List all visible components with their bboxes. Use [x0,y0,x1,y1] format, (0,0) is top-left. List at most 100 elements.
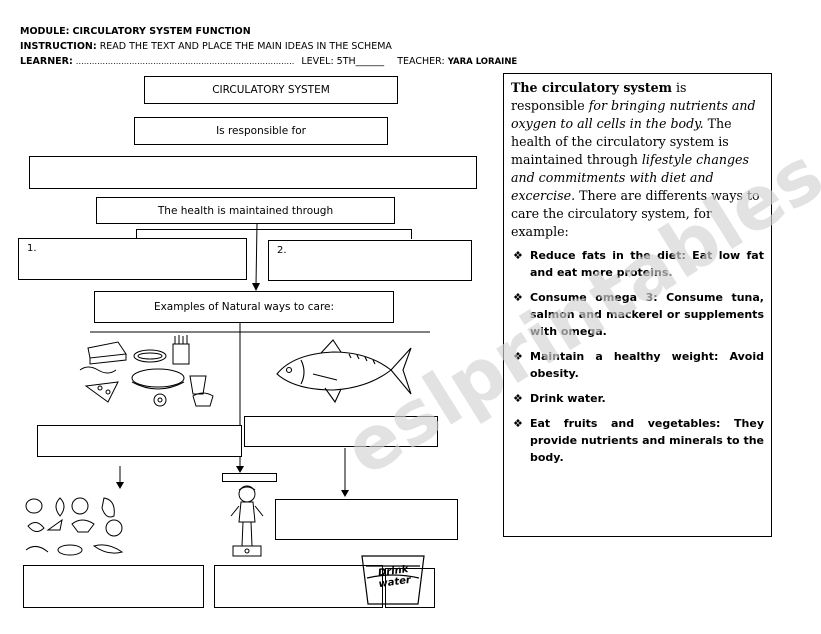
girl-hair [238,486,256,491]
branch-left-drop [136,229,137,239]
girl-on-scale-image [230,485,264,557]
burger-bun [131,381,185,390]
list-item: ❖Drink water. [513,392,606,405]
burger-icon [131,368,185,388]
learner-label: LEARNER: [20,56,73,67]
fish-answer-box[interactable] [244,416,438,447]
fish-pectoral-fin [312,373,338,381]
panel-intro: The circulatory system is responsible fo… [511,79,764,241]
onion-icon [55,497,65,517]
examples-box: Examples of Natural ways to care: [94,291,394,323]
girl-legs [241,521,253,547]
vegetables-image [25,497,124,556]
responsible-answer-box[interactable] [29,156,477,189]
panel-intro-2: The health of the circulatory system is … [511,116,732,167]
responsible-label: Is responsible for [216,125,306,137]
branch-right-drop [411,229,412,239]
donut-hole [157,397,163,403]
branch-line [136,229,412,230]
pumpkin-icon [105,519,123,537]
weight-answer-box[interactable] [275,499,458,540]
fish-finlets-top [348,353,376,365]
fries-icon [172,343,190,365]
fish-gill [300,359,305,385]
cupcake-icon [192,392,214,407]
schema-title: CIRCULATORY SYSTEM [212,84,330,96]
maintained-label: The health is maintained through [157,204,334,217]
scale-icon [232,545,262,557]
water-glass-image [361,555,425,605]
panel-intro-italic-2: lifestyle changes and commitments with d… [511,152,749,203]
cake-side [89,354,127,365]
garlic-icon [25,498,43,514]
maintained-box: The health is maintained through [96,197,395,224]
learner-blank: ………………………………………………………………………. [75,57,295,66]
pizza-topping [97,385,103,391]
fish-eye-icon [285,366,293,374]
option-1-label: 1. [27,243,37,254]
fish-tail-icon [390,347,412,395]
tuna-image [276,339,412,404]
girl-arms [230,505,264,517]
pizza-topping-2 [105,389,111,395]
diamond-bullet-icon: ❖ [513,350,523,363]
hotdog-icon [133,349,167,363]
examples-label: Examples of Natural ways to care: [153,301,335,313]
panel-intro-bold: The circulatory system [511,80,672,95]
tips-list: ❖Reduce fats in the diet: Eat low fat an… [511,247,764,466]
level-label: LEVEL: 5TH______ [301,56,385,67]
cake-icon [87,341,127,359]
panel-intro-3: There are differents ways to care the ci… [511,188,760,239]
module-line: MODULE: CIRCULATORY SYSTEM FUNCTION [20,26,251,38]
arrow-head-center [236,466,244,473]
vegetables-answer-box[interactable] [23,565,204,608]
milkshake-icon [189,375,207,395]
scale-dial [244,548,250,554]
instruction-value: READ THE TEXT AND PLACE THE MAIN IDEAS I… [99,41,392,52]
diamond-bullet-icon: ❖ [513,291,523,304]
reading-panel: The circulatory system is responsible fo… [503,73,772,537]
teacher-value: YARA LORAINE [447,57,518,67]
lettuce-icon [27,522,45,532]
module-value: CIRCULATORY SYSTEM FUNCTION [72,26,251,37]
title-box: CIRCULATORY SYSTEM [144,76,398,104]
list-item: ❖Consume omega 3: Consume tuna, salmon a… [513,291,764,338]
tomato-icon [71,497,89,515]
learner-line: LEARNER: ………………………………………………………………………. LE… [20,56,517,68]
panel-intro-1: is responsible [511,80,687,113]
instruction-line: INSTRUCTION: READ THE TEXT AND PLACE THE… [20,41,392,53]
glass-icon [361,555,425,605]
option-2-box[interactable]: 2. [268,240,472,281]
list-item: ❖Eat fruits and vegetables: They provide… [513,417,764,464]
water-answer-box[interactable] [214,565,383,608]
responsible-box: Is responsible for [134,117,388,145]
arrow-head-right [341,490,349,497]
list-item: ❖Maintain a healthy weight: Avoid obesit… [513,350,764,380]
option-2-label: 2. [277,245,287,256]
arrow-head-left [116,482,124,489]
eggplant-icon [57,544,83,556]
option-1-box[interactable]: 1. [18,238,247,280]
instruction-label: INSTRUCTION: [20,41,97,52]
carrot-icon [46,518,63,531]
corn-icon [101,497,115,518]
chips-icon [79,366,117,374]
diamond-bullet-icon: ❖ [513,417,523,430]
hotdog-sausage [137,352,163,360]
donut-icon [153,393,167,407]
glass-wave [366,574,420,579]
fatty-food-image [79,335,214,407]
fries-sticks [174,335,188,344]
fish-anal-fin [324,387,342,404]
list-item: ❖Reduce fats in the diet: Eat low fat an… [513,249,764,279]
food-answer-box[interactable] [37,425,242,457]
teacher-label: TEACHER: [397,56,445,67]
weight-label-box[interactable] [222,473,277,482]
fish-dorsal-fin [320,339,342,354]
panel-intro-italic-1: for bringing nutrients and oxygen to all… [511,98,756,131]
pepper-icon [25,546,49,553]
mushroom-icon [71,519,95,533]
fish-body [276,351,392,391]
diamond-bullet-icon: ❖ [513,249,523,262]
diamond-bullet-icon: ❖ [513,392,523,405]
